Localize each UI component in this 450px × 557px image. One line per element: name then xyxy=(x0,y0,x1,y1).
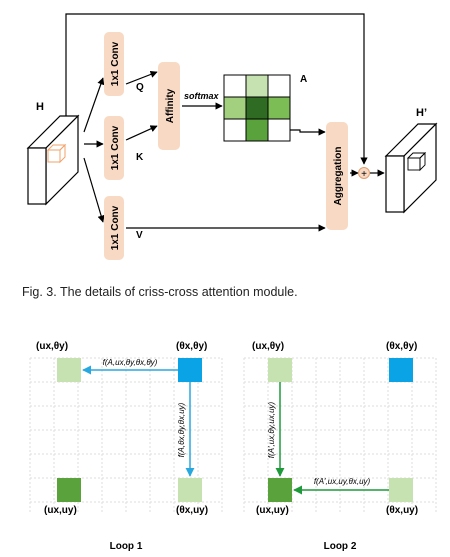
loop2-cell-bl xyxy=(268,478,292,502)
loop1-corner-bl: (ux,uy) xyxy=(44,505,77,516)
loop2-corner-br: (θx,uy) xyxy=(386,505,418,516)
conv-v-box: 1x1 Conv xyxy=(104,196,124,260)
conv-q-label: 1x1 Conv xyxy=(110,41,121,86)
aggregation-label: Aggregation xyxy=(333,147,344,206)
input-label: H xyxy=(36,101,44,113)
loop2-corner-bl: (ux,uy) xyxy=(256,505,289,516)
loop2-title: Loop 2 xyxy=(324,541,357,552)
v-label: V xyxy=(136,230,143,241)
loop2-cell-tl xyxy=(268,358,292,382)
conv-k-label: 1x1 Conv xyxy=(110,125,121,170)
loop2-h-function: f(A′,ux,uy,θx,uy) xyxy=(314,477,371,486)
affinity-box: Affinity xyxy=(158,62,180,150)
affinity-label: Affinity xyxy=(165,88,176,123)
conv-q-box: 1x1 Conv xyxy=(104,32,124,96)
add-operator: + xyxy=(358,167,370,180)
loop2-v-function: f(A′,ux,θy,ux,uy) xyxy=(267,401,276,458)
softmax-label: softmax xyxy=(184,91,220,101)
loop1-h-function: f(A,ux,θy,θx,θy) xyxy=(103,358,158,367)
arrow-attention-to-aggregation xyxy=(290,128,326,136)
loop1-corner-tl: (ux,θy) xyxy=(36,341,68,352)
figure-caption: Fig. 3. The details of criss-cross atten… xyxy=(22,285,298,299)
loop2-corner-tl: (ux,θy) xyxy=(252,341,284,352)
input-inner-cube xyxy=(46,143,67,164)
arrow-to-conv-v xyxy=(83,157,105,223)
loop1-panel: f(A,ux,θy,θx,θy) f(A,θx,θy,θx,uy) (ux,θy… xyxy=(29,341,223,552)
k-label: K xyxy=(136,152,144,163)
loop1-cell-tr xyxy=(178,358,202,382)
arrow-q-to-affinity xyxy=(125,70,158,85)
arrow-k-to-affinity xyxy=(125,125,158,141)
loop1-title: Loop 1 xyxy=(110,541,143,552)
attention-label: A xyxy=(300,74,307,85)
loop1-v-function: f(A,θx,θy,θx,uy) xyxy=(177,402,186,457)
output-label: H’ xyxy=(416,107,427,119)
loop2-corner-tr: (θx,θy) xyxy=(386,341,417,352)
q-label: Q xyxy=(136,82,144,93)
loop1-cell-br xyxy=(178,478,202,502)
conv-k-box: 1x1 Conv xyxy=(104,116,124,180)
output-feature-cube xyxy=(384,122,438,214)
aggregation-box: Aggregation xyxy=(326,122,348,230)
conv-v-label: 1x1 Conv xyxy=(110,205,121,250)
input-feature-cube xyxy=(26,114,80,206)
output-inner-cube xyxy=(406,151,427,172)
top-diagram: H 1x1 Conv 1x1 Conv 1x1 Conv Q K V xyxy=(26,13,438,260)
add-symbol: + xyxy=(361,169,367,180)
residual-connection xyxy=(65,13,368,165)
loop1-cell-tl xyxy=(57,358,81,382)
loop1-corner-tr: (θx,θy) xyxy=(176,341,207,352)
loop2-cell-tr xyxy=(389,358,413,382)
loop2-panel: f(A′,ux,θy,ux,uy) f(A′,ux,uy,θx,uy) (ux,… xyxy=(243,341,437,552)
loop2-cell-br xyxy=(389,478,413,502)
loop1-cell-bl xyxy=(57,478,81,502)
arrow-to-conv-q xyxy=(83,77,105,133)
attention-map-grid xyxy=(223,74,291,142)
loop1-corner-br: (θx,uy) xyxy=(176,505,208,516)
